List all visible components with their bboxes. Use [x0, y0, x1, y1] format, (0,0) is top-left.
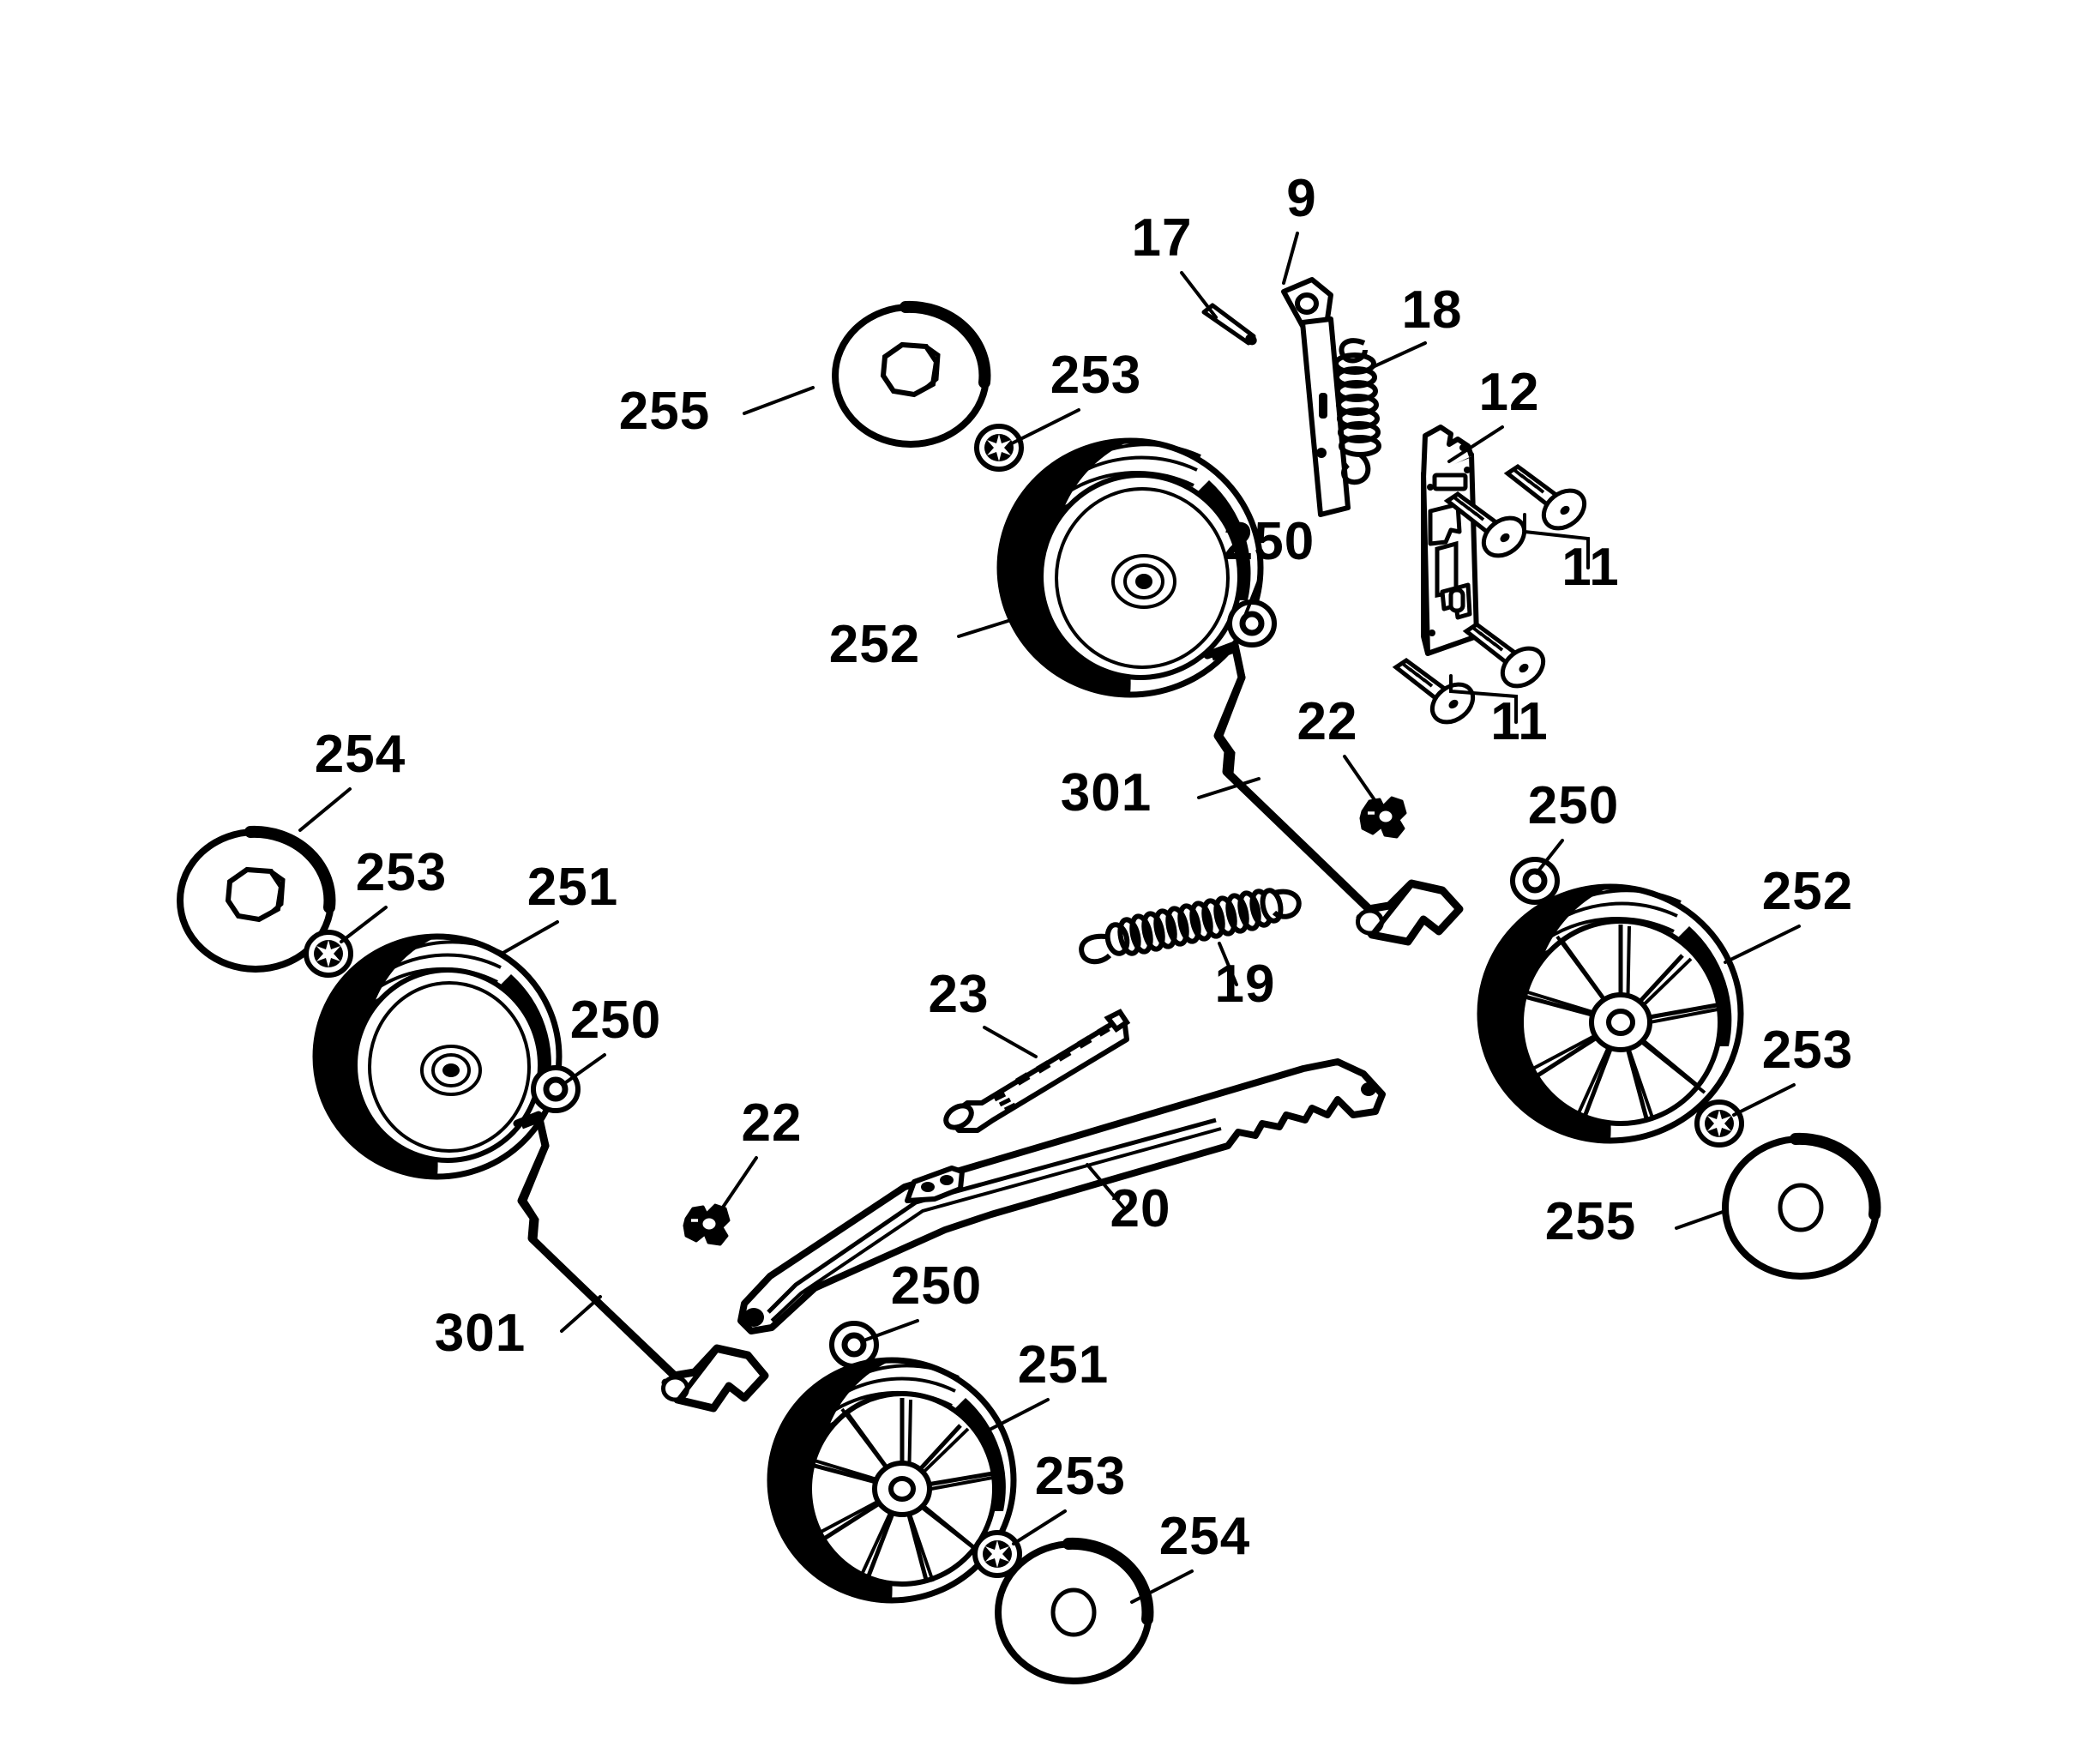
leader-line-23 [983, 1026, 1038, 1058]
leader-line-250 [564, 1053, 606, 1084]
part-20-height-adjust-lever [737, 1058, 1386, 1334]
leader-line-254 [1130, 1569, 1194, 1604]
callout-label-251: 251 [1018, 1335, 1109, 1395]
leader-line-253 [1732, 1083, 1796, 1117]
callout-label-255: 255 [619, 382, 710, 441]
part-254-hubcap-bottom [998, 1544, 1149, 1681]
callout-label-250: 250 [1224, 512, 1315, 571]
leader-line-251 [986, 1398, 1050, 1432]
callout-label-250: 250 [891, 1256, 982, 1316]
part-18-coil-spring [1333, 338, 1381, 485]
part-252-wheel-top [996, 437, 1264, 698]
callout-label-11: 11 [1561, 538, 1620, 597]
leader-line-255 [1675, 1209, 1727, 1230]
leader-line-301 [560, 1295, 602, 1333]
leader-line-250 [1243, 575, 1262, 617]
part-252-wheel-right [1477, 883, 1744, 1144]
part-12-mounting-bracket [1421, 425, 1479, 656]
leader-line-22 [717, 1156, 758, 1215]
leader-line-253 [1008, 408, 1080, 446]
callout-label-12: 12 [1479, 363, 1540, 422]
callout-label-252: 252 [829, 615, 920, 674]
callout-label-253: 253 [1035, 1447, 1126, 1506]
leader-line-250 [864, 1319, 919, 1341]
part-253-pushnut-right [1697, 1102, 1742, 1145]
leader-line-19 [1218, 942, 1238, 986]
callout-label-254: 254 [315, 725, 406, 784]
leader-line-255 [743, 386, 815, 415]
part-251-wheel-bottom [767, 1357, 1017, 1604]
leader-line-252 [957, 617, 1015, 638]
part-301-axle-rod-top [1203, 641, 1464, 946]
callout-label-254: 254 [1159, 1507, 1250, 1566]
callout-label-253: 253 [1050, 346, 1141, 405]
callout-label-22: 22 [1297, 692, 1358, 751]
callout-label-253: 253 [1762, 1021, 1853, 1080]
leader-line-253 [1012, 1509, 1067, 1545]
callout-label-22: 22 [742, 1093, 803, 1153]
leader-line-301 [1197, 777, 1261, 799]
callout-label-253: 253 [356, 843, 447, 902]
part-255-hubcap-top-left [835, 307, 986, 444]
leader-line-18 [1363, 341, 1427, 372]
part-301-axle-rod-bottom [513, 1111, 769, 1413]
callout-label-19: 19 [1215, 955, 1276, 1014]
part-255-hubcap-bottom-right [1725, 1139, 1876, 1276]
part-250-washer-left [533, 1068, 578, 1111]
leader-line-11 [1523, 513, 1590, 569]
callout-label-9: 9 [1286, 169, 1316, 228]
leader-line-20 [1086, 1163, 1127, 1211]
callout-label-252: 252 [1762, 862, 1853, 921]
callout-labels-group: 9 17 18 12 11 11 255 253 252 250 22 301 250 252 253 255… [315, 169, 1853, 1566]
callout-label-250: 250 [570, 991, 661, 1050]
callout-label-23: 23 [929, 965, 990, 1024]
part-250-washer-right [1513, 859, 1557, 902]
callout-label-301: 301 [1061, 763, 1152, 822]
leader-line-12 [1447, 425, 1504, 463]
leader-line-251 [500, 920, 559, 955]
part-253-pushnut-top [977, 426, 1021, 469]
leader-line-254 [298, 787, 352, 832]
leader-line-17 [1180, 271, 1218, 319]
leader-line-253 [340, 906, 388, 943]
callout-label-18: 18 [1402, 280, 1463, 340]
callout-label-250: 250 [1528, 776, 1619, 835]
leader-lines-group [298, 232, 1801, 1604]
part-23-notched-link [943, 1009, 1131, 1133]
callout-label-20: 20 [1110, 1179, 1171, 1238]
part-9-handle-lever [1281, 277, 1351, 517]
leader-line-250 [1535, 839, 1564, 875]
part-19-extension-spring [1079, 888, 1302, 965]
leader-line-11 [1449, 674, 1518, 724]
callout-label-17: 17 [1132, 208, 1193, 268]
leader-line-9 [1282, 232, 1299, 285]
callout-label-255: 255 [1545, 1192, 1636, 1251]
part-22-clip-top [1359, 796, 1407, 839]
callout-label-301: 301 [435, 1304, 526, 1363]
callout-label-251: 251 [527, 858, 618, 917]
part-251-wheel-left [312, 933, 563, 1180]
part-250-washer-top [1230, 602, 1274, 645]
callout-label-11: 11 [1490, 692, 1549, 751]
leader-line-252 [1724, 925, 1801, 964]
leader-line-22 [1343, 755, 1381, 808]
